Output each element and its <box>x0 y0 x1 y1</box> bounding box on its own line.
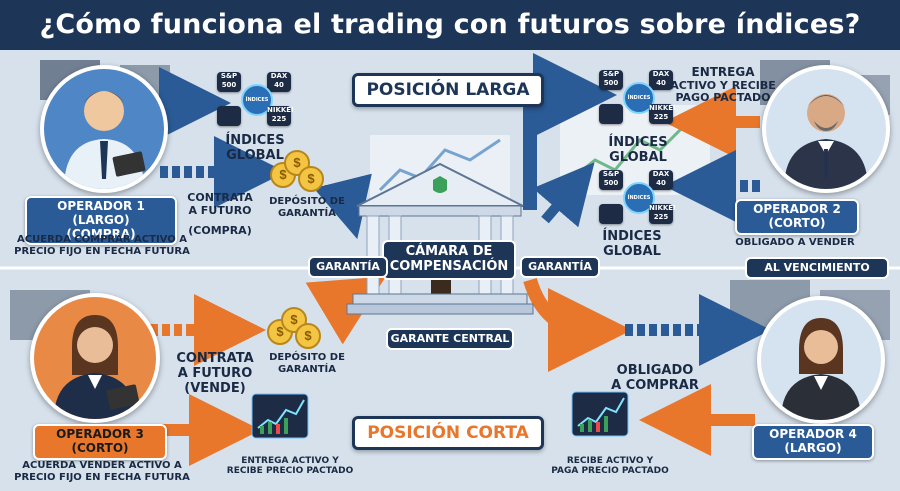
businesswoman-icon <box>781 318 861 420</box>
deposito-label-top: DEPÓSITO DE GARANTÍA <box>269 196 345 219</box>
nikkei-tile: NIKKEI 225 <box>649 104 676 124</box>
sp500-tile: S&P 500 <box>217 72 241 92</box>
trader-man-icon <box>64 91 146 189</box>
operador1-role: (COMPRA) <box>66 226 136 241</box>
garante-central-label: GARANTE CENTRAL <box>386 328 514 350</box>
index-cluster-right-top: S&P 500 DAX 40 ÍNDICES NIKKEI 225 <box>597 66 677 126</box>
operador3-avatar <box>30 293 160 423</box>
index-cluster-right-bottom: S&P 500 DAX 40 ÍNDICES NIKKEI 225 <box>597 168 677 228</box>
operador1-badge: OPERADOR 1 (LARGO) (COMPRA) <box>25 196 177 246</box>
coins-icon: $ $ $ <box>268 148 328 193</box>
al-vencimiento-label: AL VENCIMIENTO <box>745 257 889 279</box>
indices-global-label-1: ÍNDICES GLOBAL <box>225 133 285 163</box>
operador3-badge: OPERADOR 3 (CORTO) <box>33 424 167 460</box>
obligado-comprar-label: OBLIGADO A COMPRAR <box>611 363 699 393</box>
deposito-label-bottom: DEPÓSITO DE GARANTÍA <box>269 352 345 375</box>
operador3-role: (CORTO) <box>71 440 129 455</box>
chart-tile <box>599 104 623 124</box>
chart-tile <box>217 106 241 126</box>
operador1-name: OPERADOR 1 (LARGO) <box>57 199 145 227</box>
indices-globe-icon: ÍNDICES <box>623 82 655 114</box>
garantia-right-label: GARANTÍA <box>520 256 600 278</box>
index-cluster-top: S&P 500 DAX 40 ÍNDICES NIKKEI 225 <box>215 68 295 128</box>
dax-tile: DAX 40 <box>649 70 673 90</box>
posicion-corta-banner: POSICIÓN CORTA <box>352 416 544 450</box>
trader-woman-icon <box>54 315 140 419</box>
chart-tablet-icon <box>251 393 309 439</box>
entrega-recibe-precio-label: ENTREGA ACTIVO Y RECIBE PRECIO PACTADO <box>226 456 354 477</box>
chart-tablet-icon <box>571 391 629 437</box>
camara-compensacion-label: CÁMARA DE COMPENSACIÓN <box>382 240 516 280</box>
operador1-desc: ACUERDA COMPRAR ACTIVO A PRECIO FIJO EN … <box>14 234 190 257</box>
nikkei-tile: NIKKEI 225 <box>649 204 676 224</box>
sp500-tile: S&P 500 <box>599 70 623 90</box>
indices-global-label-2: ÍNDICES GLOBAL <box>608 135 668 165</box>
entrega-recibe-label: ENTREGA ACTIVO Y RECIBE PAGO PACTADO <box>670 65 776 105</box>
coins-icon: $ $ $ <box>265 305 325 350</box>
chart-tile <box>599 204 623 224</box>
operador4-avatar <box>757 296 885 424</box>
operador2-badge: OPERADOR 2 (CORTO) <box>735 199 859 235</box>
operador4-name: OPERADOR 4 <box>769 427 857 441</box>
dax-tile: DAX 40 <box>649 170 673 190</box>
operador2-role: (CORTO) <box>768 215 826 230</box>
operador3-desc: ACUERDA VENDER ACTIVO A PRECIO FIJO EN F… <box>14 460 190 483</box>
recibe-paga-label: RECIBE ACTIVO Y PAGA PRECIO PACTADO <box>551 456 669 477</box>
garantia-left-label: GARANTÍA <box>308 256 388 278</box>
operador3-name: OPERADOR 3 <box>56 427 144 441</box>
operador2-desc: OBLIGADO A VENDER <box>735 237 855 248</box>
posicion-larga-banner: POSICIÓN LARGA <box>352 73 544 107</box>
dax-tile: DAX 40 <box>267 72 291 92</box>
operador1-avatar <box>40 65 168 193</box>
contrata-compra-label: CONTRATA A FUTURO (COMPRA) <box>187 191 253 238</box>
sp500-tile: S&P 500 <box>599 170 623 190</box>
operador2-name: OPERADOR 2 <box>753 202 841 216</box>
operador4-badge: OPERADOR 4 (LARGO) <box>752 424 874 460</box>
operador4-role: (LARGO) <box>784 440 842 455</box>
page-title: ¿Cómo funciona el trading con futuros so… <box>0 0 900 50</box>
indices-global-label-3: ÍNDICES GLOBAL <box>602 229 662 259</box>
operador2-avatar <box>762 65 890 193</box>
businessman-icon <box>784 94 868 189</box>
nikkei-tile: NIKKEI 225 <box>267 106 294 126</box>
contrata-vende-label: CONTRATA A FUTURO (VENDE) <box>176 351 254 396</box>
